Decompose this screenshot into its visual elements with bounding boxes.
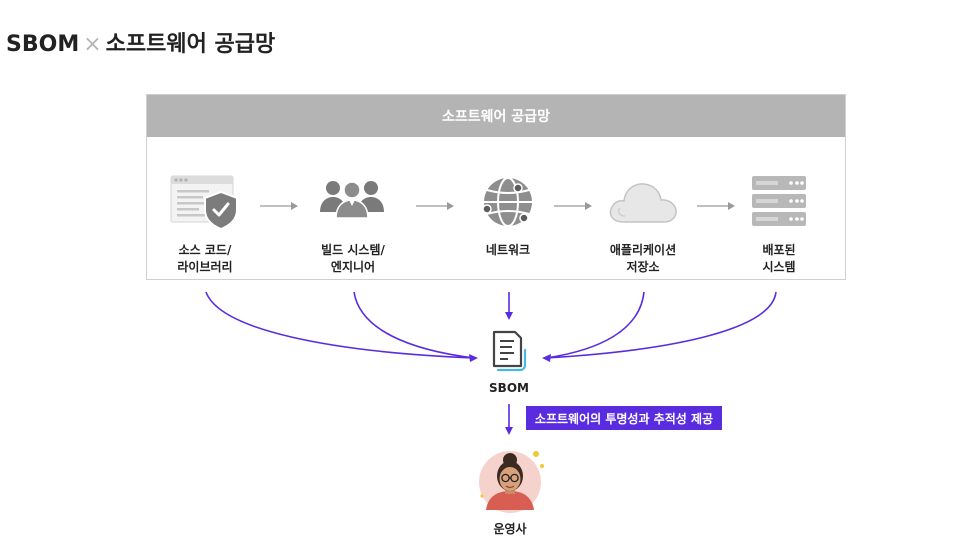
stage-label-source: 소스 코드/ 라이브러리 [177, 243, 233, 274]
server-stack-icon [752, 176, 806, 226]
transparency-badge: 소프트웨어의 투명성과 추적성 제공 [526, 406, 722, 430]
flow-arrow-3 [554, 202, 592, 210]
arrowhead-source [469, 354, 478, 362]
stage-source-code: 소스 코드/ 라이브러리 [140, 172, 270, 276]
stage-label-deploy: 배포된 시스템 [762, 243, 796, 274]
flow-arrow-2 [416, 202, 454, 210]
stage-deployed-systems: 배포된 시스템 [714, 172, 844, 276]
person-avatar-icon [479, 451, 544, 513]
stage-label-cloud: 애플리케이션 저장소 [609, 243, 677, 274]
page-title: SBOM×소프트웨어 공급망 [6, 26, 275, 58]
stage-label-build: 빌드 시스템/ 엔지니어 [321, 243, 385, 274]
title-separator: × [83, 32, 102, 57]
arrowhead-operator [505, 427, 513, 435]
stage-build-system: 빌드 시스템/ 엔지니어 [288, 172, 418, 276]
curve-from-deploy [545, 291, 777, 359]
page-title-supply-chain: 소프트웨어 공급망 [105, 32, 276, 57]
arrowhead-network [505, 312, 513, 320]
code-shield-icon [170, 175, 238, 231]
stage-app-repository: 애플리케이션 저장소 [578, 172, 708, 276]
people-group-icon [320, 181, 384, 219]
stage-network: 네트워크 [443, 172, 573, 259]
arrowhead-cloud [542, 354, 551, 362]
flow-arrow-1 [260, 202, 298, 210]
curve-from-source [205, 291, 475, 359]
panel-header: 소프트웨어 공급망 [147, 95, 845, 137]
document-icon [492, 330, 527, 372]
flow-arrow-4 [697, 202, 735, 210]
operator-label: 운영사 [493, 522, 527, 536]
curve-from-cloud [545, 291, 645, 359]
sbom-label: SBOM [489, 381, 529, 395]
stage-label-network: 네트워크 [485, 243, 531, 257]
curve-from-build [353, 291, 475, 359]
page-title-sbom: SBOM [6, 32, 80, 57]
cloud-icon [609, 183, 677, 223]
globe-network-icon [482, 177, 532, 227]
